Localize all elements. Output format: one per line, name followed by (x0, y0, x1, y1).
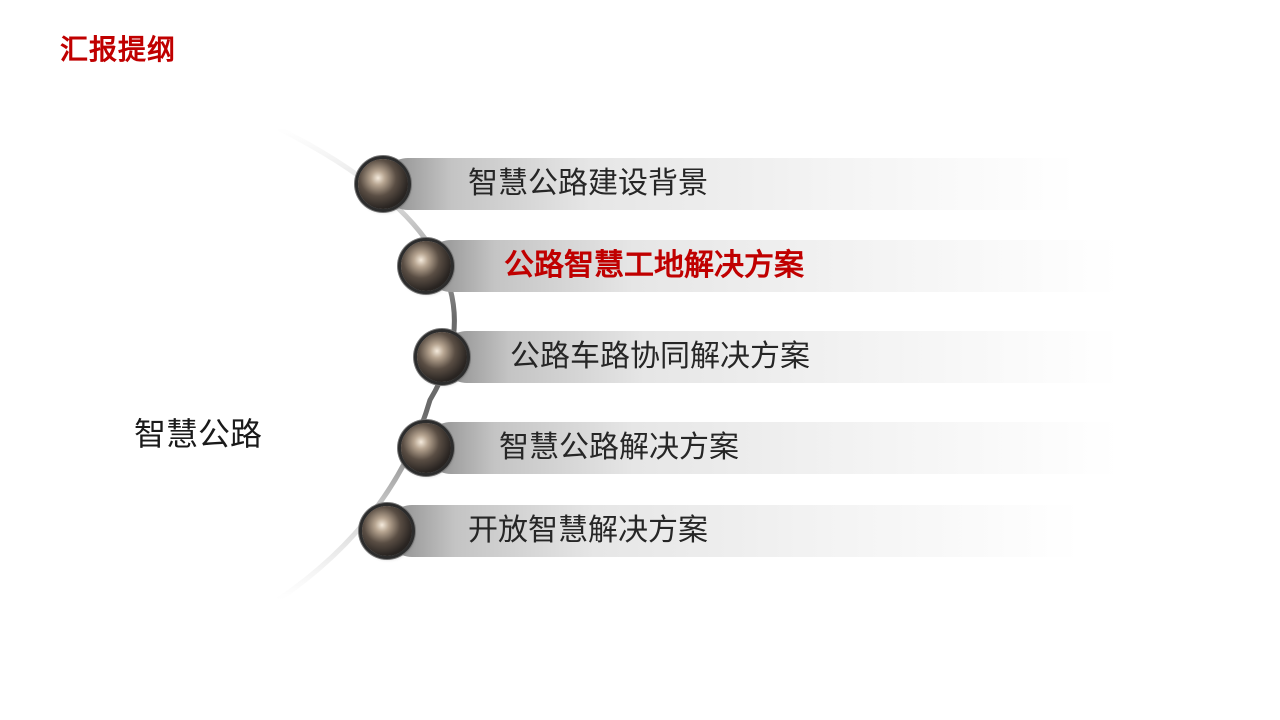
outline-item[interactable]: 智慧公路解决方案 (399, 422, 1119, 474)
page-title: 汇报提纲 (60, 33, 177, 66)
item-bar (425, 240, 1119, 292)
item-bar (425, 422, 1119, 474)
outline-item[interactable]: 智慧公路建设背景 (356, 158, 1076, 210)
outline-item[interactable]: 公路智慧工地解决方案 (399, 240, 1119, 292)
sphere-bullet-icon (401, 423, 451, 473)
outline-item[interactable]: 开放智慧解决方案 (360, 505, 1080, 557)
outline-item-label: 智慧公路建设背景 (468, 166, 708, 201)
outline-item-label-active: 公路智慧工地解决方案 (504, 248, 804, 283)
outline-item-label: 开放智慧解决方案 (468, 513, 708, 548)
sphere-bullet-icon (358, 159, 408, 209)
outline-item-label: 公路车路协同解决方案 (510, 339, 810, 374)
outline-item-label: 智慧公路解决方案 (499, 430, 739, 465)
sphere-bullet-icon (417, 332, 467, 382)
item-bar (382, 158, 1076, 210)
center-label: 智慧公路 (134, 415, 263, 453)
sphere-bullet-icon (401, 241, 451, 291)
outline-item[interactable]: 公路车路协同解决方案 (415, 331, 1120, 383)
item-bar (386, 505, 1080, 557)
sphere-bullet-icon (362, 506, 412, 556)
item-bar (441, 331, 1120, 383)
